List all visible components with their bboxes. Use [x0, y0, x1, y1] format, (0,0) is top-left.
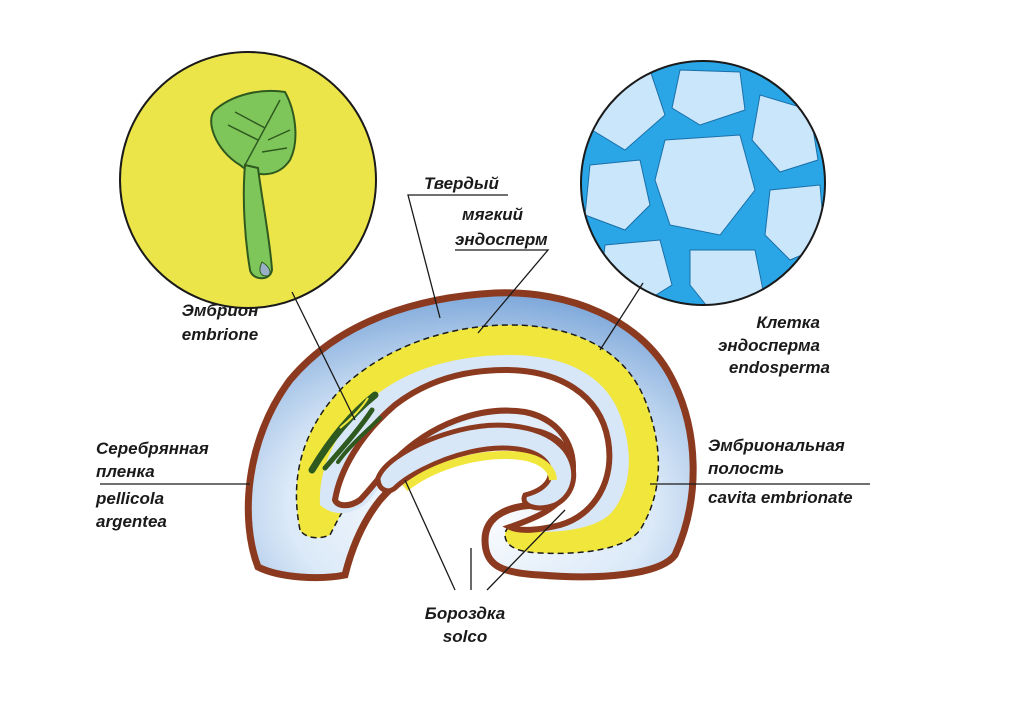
leader-hard — [407, 194, 508, 319]
label-hard-endosperm: Твердый — [424, 174, 499, 193]
embryo-shape — [308, 391, 382, 474]
cell-inset — [580, 60, 826, 306]
leader-lines — [100, 194, 870, 591]
leader-groove-3 — [486, 509, 566, 591]
grain-section — [244, 289, 697, 582]
label-embryo-it: embrione — [181, 325, 259, 344]
label-silver-ru-1: Серебрянная — [96, 439, 209, 458]
leader-cell — [599, 282, 644, 351]
label-soft-endosperm-2: эндосперм — [455, 230, 548, 249]
lower-groove-curl — [375, 422, 577, 511]
embryo-inset — [119, 51, 377, 309]
label-cell-it: endosperma — [728, 358, 830, 377]
leaf-stem — [242, 163, 274, 280]
label-cavity-ru-1: Эмбриональная — [708, 436, 845, 455]
lower-soft-band — [402, 450, 557, 492]
leader-groove-1 — [404, 479, 456, 591]
label-groove-it: solco — [442, 627, 488, 646]
label-groove-ru: Бороздка — [424, 604, 506, 623]
label-silver-ru-2: пленка — [96, 462, 155, 481]
label-cell-ru-1: Клетка — [756, 313, 820, 332]
label-cell-ru-2: эндосперма — [717, 336, 820, 355]
leader-soft — [455, 249, 550, 334]
leaf-veins — [227, 99, 291, 166]
label-soft-endosperm-1: мягкий — [462, 205, 524, 224]
leader-embryo — [291, 291, 356, 421]
seed-drop — [259, 261, 271, 277]
label-silver-it-2: argentea — [96, 512, 167, 531]
label-embryo-ru: Эмбрион — [181, 301, 259, 320]
label-cavity-it: cavita embrionate — [708, 488, 853, 507]
label-silver-it-1: pellicola — [96, 489, 165, 508]
label-cavity-ru-2: полость — [708, 459, 785, 478]
